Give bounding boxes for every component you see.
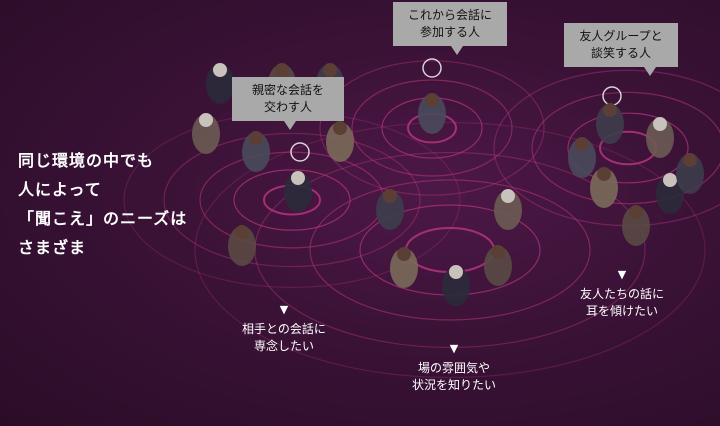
sound-ring <box>233 169 351 231</box>
sound-ring <box>567 112 689 184</box>
need-focus-conversation: ▼ 相手との会話に 専念したい <box>232 303 336 355</box>
headline-line: 「聞こえ」のニーズは <box>18 209 188 228</box>
person-head <box>449 265 463 279</box>
person-figure <box>284 172 312 212</box>
person-figure <box>484 246 512 286</box>
person-figure <box>418 94 446 134</box>
person-figure <box>622 206 650 246</box>
sound-ring <box>405 227 495 273</box>
sound-ring <box>351 79 513 177</box>
person-figure <box>206 64 234 104</box>
down-triangle-icon: ▼ <box>279 303 289 316</box>
person-figure <box>442 266 470 306</box>
person-head <box>333 121 347 135</box>
callout-line: 談笑する人 <box>590 46 651 60</box>
person-figure <box>242 132 270 172</box>
headline-line: さまざま <box>18 238 87 257</box>
sound-ring <box>163 132 421 268</box>
need-line: 場の雰囲気や <box>417 361 490 375</box>
person-head <box>575 137 589 151</box>
callout-friends-group: 友人グループと 談笑する人 <box>564 23 678 76</box>
person-head <box>425 93 439 107</box>
person-head <box>501 189 515 203</box>
person-head <box>275 63 289 77</box>
sound-ring <box>531 91 720 205</box>
callout-private-conversation: 親密な会話を 交わす人 <box>232 77 344 130</box>
person-head <box>249 131 263 145</box>
need-know-atmosphere: ▼ 場の雰囲気や 状況を知りたい <box>402 342 506 394</box>
person-head <box>597 167 611 181</box>
person-head <box>291 171 305 185</box>
person-head <box>683 153 697 167</box>
person-figure <box>192 114 220 154</box>
person-figure <box>590 168 618 208</box>
sound-ring <box>309 179 591 321</box>
callout-joining-conversation: これから会話に 参加する人 <box>393 2 507 55</box>
person-head <box>629 205 643 219</box>
need-line: 状況を知りたい <box>411 378 496 392</box>
person-figure <box>494 190 522 230</box>
person-figure <box>676 154 704 194</box>
person-head <box>383 189 397 203</box>
person-head <box>397 247 411 261</box>
callout-line: 参加する人 <box>419 25 480 39</box>
person-head <box>199 113 213 127</box>
headline-line: 同じ環境の中でも <box>18 151 155 170</box>
focus-ring <box>422 58 442 78</box>
headline: 同じ環境の中でも 人によって 「聞こえ」のニーズは さまざま <box>18 146 187 262</box>
need-line: 耳を傾けたい <box>585 304 658 318</box>
person-head <box>653 117 667 131</box>
person-head <box>235 225 249 239</box>
need-line: 相手との会話に <box>242 322 326 336</box>
callout-line: 親密な会話を <box>251 83 324 97</box>
person-figure <box>568 138 596 178</box>
need-line: 専念したい <box>253 339 314 353</box>
person-head <box>323 63 337 77</box>
need-line: 友人たちの話に <box>579 287 664 301</box>
person-figure <box>646 118 674 158</box>
person-figure <box>228 226 256 266</box>
person-head <box>603 103 617 117</box>
callout-line: これから会話に <box>407 8 492 22</box>
need-listen-friends: ▼ 友人たちの話に 耳を傾けたい <box>566 268 678 320</box>
person-head <box>663 173 677 187</box>
down-triangle-icon: ▼ <box>617 268 627 281</box>
sound-ring <box>319 60 545 196</box>
sound-ring <box>194 121 706 379</box>
callout-line: 交わす人 <box>263 100 312 114</box>
focus-ring <box>602 86 622 106</box>
down-triangle-icon: ▼ <box>449 342 459 355</box>
person-figure <box>326 122 354 162</box>
person-figure <box>390 248 418 288</box>
headline-line: 人によって <box>18 180 102 199</box>
person-figure <box>596 104 624 144</box>
person-figure <box>376 190 404 230</box>
person-head <box>213 63 227 77</box>
person-head <box>491 245 505 259</box>
person-figure <box>656 174 684 214</box>
focus-ring <box>290 142 310 162</box>
callout-line: 友人グループと <box>579 29 663 43</box>
